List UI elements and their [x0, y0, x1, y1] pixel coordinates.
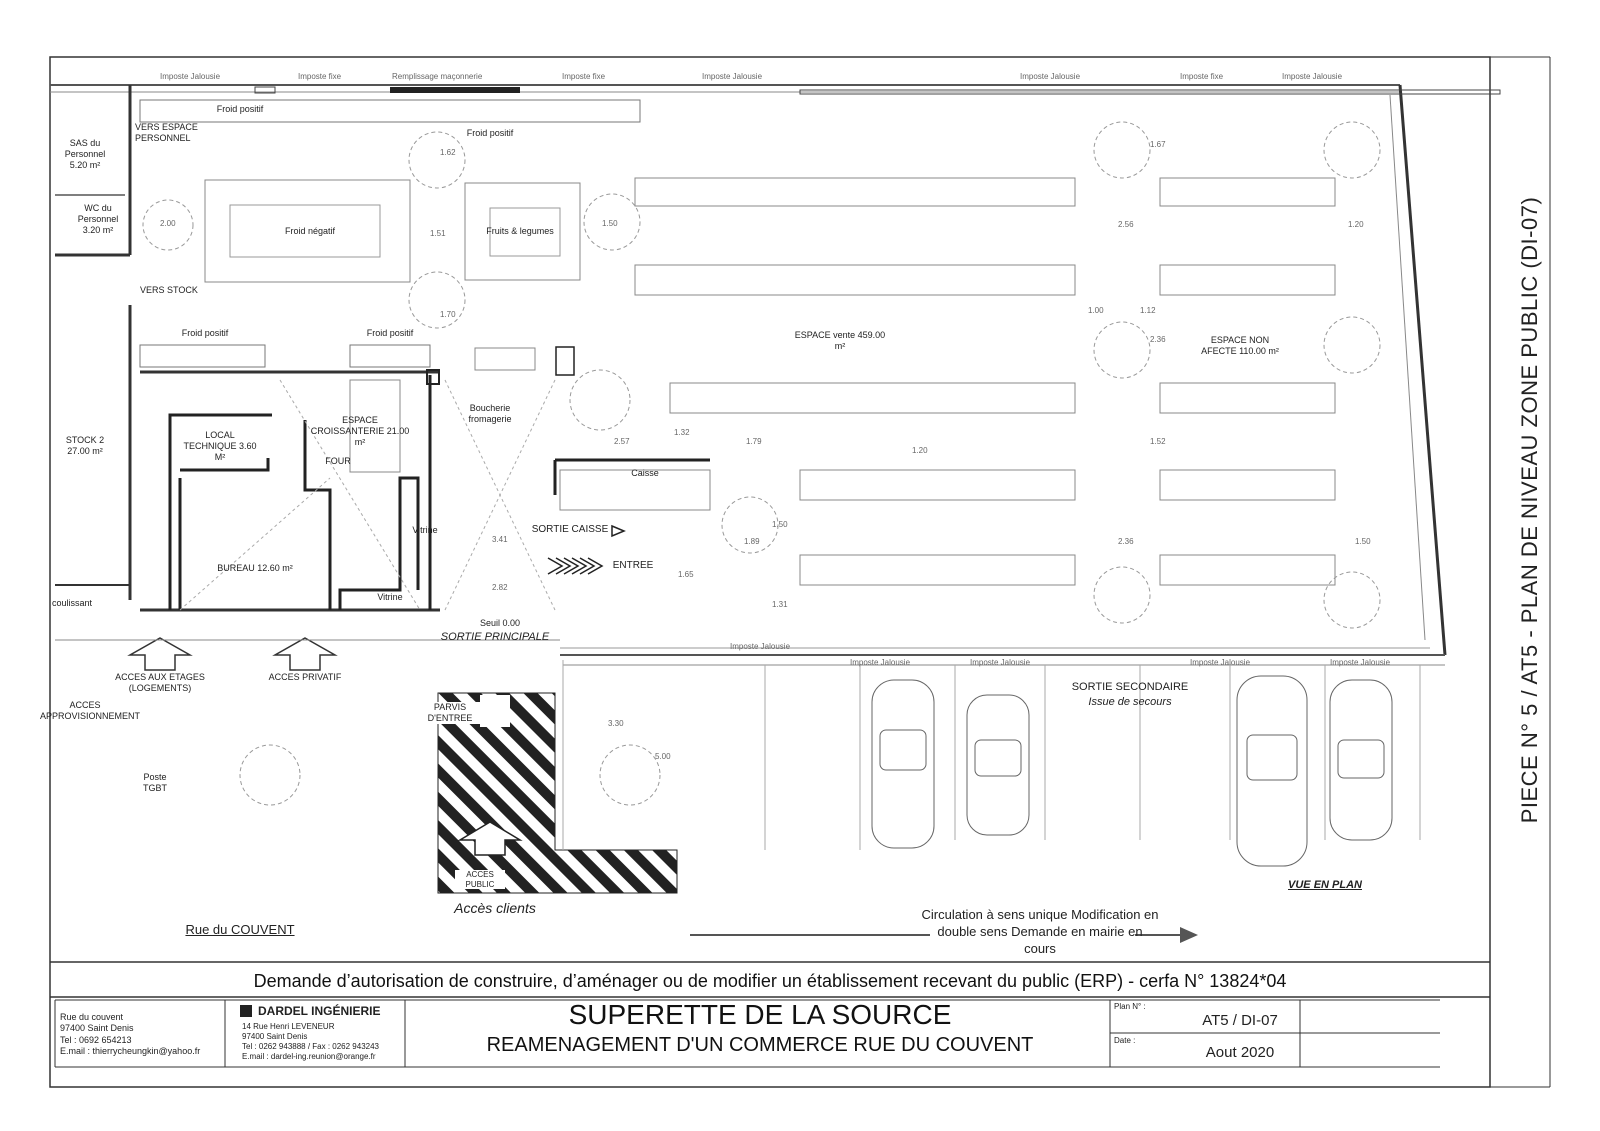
dimension-label: 2.56: [1118, 220, 1134, 229]
project-title: SUPERETTE DE LA SOURCE: [568, 999, 952, 1030]
dimension-label: 1.50: [602, 219, 618, 228]
label-acces-privatif: ACCES PRIVATIF: [268, 672, 342, 682]
label-vers-espace: VERS ESPACE PERSONNEL: [135, 122, 198, 143]
dimension-label: 1.20: [912, 446, 928, 455]
label-vitrine: Vitrine: [377, 592, 403, 602]
label-circulation: Circulation à sens unique Modification e…: [921, 907, 1159, 956]
room-espace-vente: ESPACE vente 459.00 m²: [794, 330, 886, 351]
label-entree: ENTREE: [612, 560, 654, 571]
dimension-label: 1.79: [746, 437, 762, 446]
cartouche-client: Rue du couvent 97400 Saint Denis Tel : 0…: [60, 1012, 220, 1057]
facade-label: Imposte Jalousie: [1020, 72, 1081, 81]
project-subtitle: REAMENAGEMENT D'UN COMMERCE RUE DU COUVE…: [486, 1034, 1034, 1056]
label-sortie-principale: SORTIE PRINCIPALE: [440, 631, 550, 643]
label-froid-positif: Froid positif: [466, 128, 514, 138]
label-froid-negatif: Froid négatif: [284, 226, 336, 236]
label-acces-clients: Accès clients: [454, 900, 536, 916]
facade-label: Imposte Jalousie: [160, 72, 221, 81]
dimension-label: 1.65: [678, 570, 694, 579]
label-acces-etages: ACCES AUX ETAGES (LOGEMENTS): [115, 672, 205, 693]
facade-label: Imposte Jalousie: [1190, 658, 1251, 667]
label-froid-positif: Froid positif: [366, 328, 414, 338]
label-acces-public: ACCES PUBLIC: [455, 870, 505, 890]
facade-label: Imposte fixe: [1180, 72, 1224, 81]
cartouche-firm: 14 Rue Henri LEVENEUR 97400 Saint Denis …: [242, 1022, 402, 1062]
date-label: Date :: [1114, 1036, 1136, 1045]
label-vue-en-plan: VUE EN PLAN: [1288, 879, 1362, 891]
dimension-label: 5.00: [655, 752, 671, 761]
label-approvisionnement: ACCES APPROVISIONNEMENT: [40, 700, 141, 721]
room-sas: SAS du Personnel 5.20 m²: [64, 138, 106, 170]
label-boucherie: Boucherie fromagerie: [468, 403, 512, 424]
firm-line: E.mail : dardel-ing.reunion@orange.fr: [242, 1052, 376, 1061]
dimension-label: 3.41: [492, 535, 508, 544]
label-sortie-caisse: SORTIE CAISSE: [531, 524, 609, 535]
facade-label: Imposte Jalousie: [1282, 72, 1343, 81]
dimension-label: 1.32: [674, 428, 690, 437]
label-rue-du-couvent: Rue du COUVENT: [185, 922, 295, 937]
label-fruits-legumes: Fruits & legumes: [486, 226, 554, 236]
sheet-side-title: PIECE N° 5 / AT5 - PLAN DE NIVEAU ZONE P…: [1510, 60, 1550, 960]
label-caisse: Caisse: [631, 468, 659, 478]
dimension-label: 1.52: [1150, 437, 1166, 446]
room-croissanterie: ESPACE CROISSANTERIE 21.00 m²: [310, 415, 410, 447]
client-line: Tel : 0692 654213: [60, 1034, 132, 1045]
dimension-label: 1.20: [1348, 220, 1364, 229]
dimension-label: 3.30: [608, 719, 624, 728]
room-espace-non-affecte: ESPACE NON AFECTE 110.00 m²: [1201, 335, 1279, 356]
label-seuil: Seuil 0.00: [479, 618, 521, 628]
client-line: 97400 Saint Denis: [60, 1023, 134, 1034]
plan-number-label: Plan N° :: [1114, 1002, 1146, 1011]
label-four: FOUR: [325, 456, 351, 466]
dimension-label: 1.89: [744, 537, 760, 546]
dimension-label: 2.36: [1118, 537, 1134, 546]
room-wc: WC du Personnel 3.20 m²: [77, 203, 119, 235]
facade-label: Imposte Jalousie: [850, 658, 911, 667]
label-froid-positif: Froid positif: [181, 328, 229, 338]
label-vitrine: Vitrine: [412, 525, 438, 535]
label-issue-secours: Issue de secours: [1088, 696, 1172, 708]
dimension-label: 1.51: [430, 229, 446, 238]
client-line: E.mail : thierrycheungkin@yahoo.fr: [60, 1045, 201, 1056]
label-vers-stock: VERS STOCK: [140, 285, 198, 295]
dimension-label: 1.31: [772, 600, 788, 609]
room-bureau: BUREAU 12.60 m²: [217, 563, 293, 573]
dimension-label: 2.36: [1150, 335, 1166, 344]
dimension-label: 1.00: [1088, 306, 1104, 315]
client-line: Rue du couvent: [60, 1012, 124, 1022]
erp-request-banner: Demande d’autorisation de construire, d’…: [253, 971, 1287, 991]
dimension-label: 2.00: [160, 219, 176, 228]
firm-line: 14 Rue Henri LEVENEUR: [242, 1022, 335, 1031]
label-froid-positif: Froid positif: [216, 104, 264, 114]
dimension-label: 1.50: [1355, 537, 1371, 546]
facade-label: Imposte Jalousie: [1330, 658, 1391, 667]
label-sortie-secondaire: SORTIE SECONDAIRE: [1071, 681, 1189, 693]
firm-line: 97400 Saint Denis: [242, 1032, 308, 1041]
label-poste-tgbt: Poste TGBT: [143, 772, 167, 793]
label-parvis: PARVIS D'ENTREE: [420, 702, 480, 724]
date-value: Aout 2020: [1205, 1044, 1275, 1061]
facade-label: Remplissage maçonnerie: [392, 72, 483, 81]
dimension-label: 1.12: [1140, 306, 1156, 315]
dimension-label: 1.70: [440, 310, 456, 319]
dimension-label: 1.62: [440, 148, 456, 157]
facade-label: Imposte fixe: [298, 72, 342, 81]
firm-line: Tel : 0262 943888 / Fax : 0262 943243: [242, 1042, 379, 1051]
facade-label: Imposte fixe: [562, 72, 606, 81]
facade-label: Imposte Jalousie: [970, 658, 1031, 667]
dimension-label: 2.57: [614, 437, 630, 446]
plan-number-value: AT5 / DI-07: [1202, 1012, 1278, 1029]
facade-label: Imposte Jalousie: [702, 72, 763, 81]
room-local-technique: LOCAL TECHNIQUE 3.60 M²: [183, 430, 257, 462]
dimension-label: 2.82: [492, 583, 508, 592]
room-stock-2: STOCK 2 27.00 m²: [65, 435, 105, 456]
dimension-label: 1.67: [1150, 140, 1166, 149]
side-title-text: PIECE N° 5 / AT5 - PLAN DE NIVEAU ZONE P…: [1517, 196, 1542, 824]
firm-name: DARDEL INGÉNIERIE: [258, 1004, 381, 1018]
dimension-label: 1.50: [772, 520, 788, 529]
facade-label: Imposte Jalousie: [730, 642, 791, 651]
label-coulissant: coulissant: [52, 598, 93, 608]
